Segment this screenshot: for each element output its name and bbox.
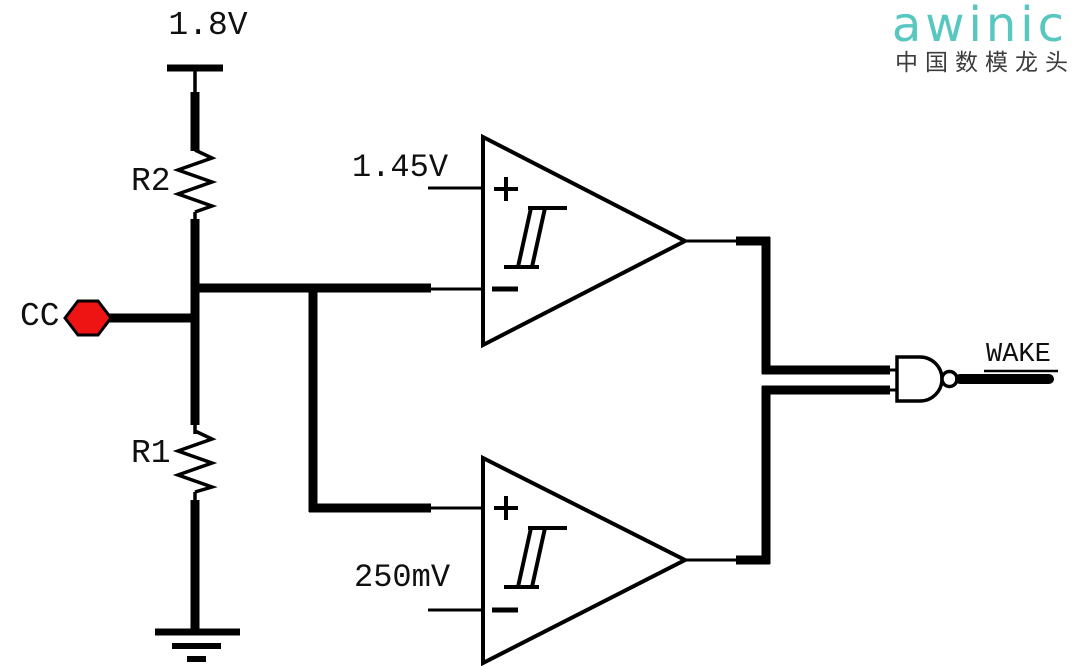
hysteresis-icon	[504, 526, 567, 589]
plus-input-icon	[494, 496, 518, 520]
logo-brand-text: awinic	[891, 0, 1068, 53]
hysteresis-icon	[504, 206, 567, 269]
cc-pin-icon	[63, 299, 113, 337]
comparator-bottom-icon	[481, 454, 690, 666]
ground-icon	[155, 628, 240, 662]
top-reference-label: 1.45V	[352, 149, 449, 186]
resistor-r2-icon	[172, 148, 218, 214]
resistor-r1-icon	[172, 429, 218, 494]
nand-gate-icon	[895, 355, 959, 403]
resistor-r2-label: R2	[131, 163, 171, 200]
cc-pin-label: CC	[20, 298, 60, 335]
wake-net-label: WAKE	[986, 340, 1051, 370]
resistor-r1-label: R1	[131, 435, 171, 472]
inverter-bubble-icon	[940, 369, 959, 389]
bottom-reference-label: 250mV	[354, 559, 451, 596]
logo-tagline-text: 中国数模龙头	[895, 50, 1075, 76]
comparator-top-icon	[481, 133, 690, 349]
logo: awinic 中国数模龙头	[808, 0, 1068, 76]
plus-input-icon	[494, 177, 518, 201]
supply-voltage-label: 1.8V	[168, 7, 248, 44]
